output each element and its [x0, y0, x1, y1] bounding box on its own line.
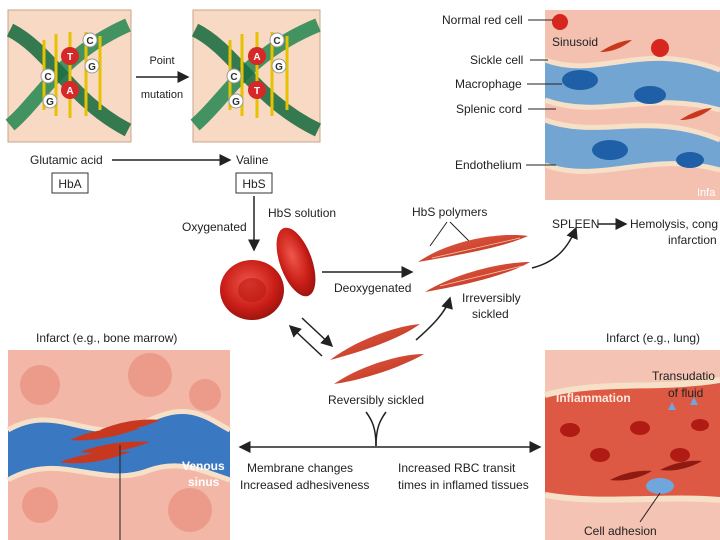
base-a-circle — [61, 81, 79, 99]
infarct-partial-label: Infa — [697, 187, 716, 199]
irreversibly-sickled-label: Irreversibly — [462, 291, 521, 305]
base-letter: C — [44, 72, 51, 83]
lung-panel: Inflammation Transudatio of fluid Cell a… — [544, 350, 720, 540]
bone-marrow-panel: Venous sinus — [6, 350, 232, 540]
sickle-cell — [680, 108, 712, 120]
macrophage — [562, 70, 598, 90]
membrane-changes-label: Membrane changes — [247, 461, 353, 475]
reversibly-sickled-label: Reversibly sickled — [328, 393, 424, 407]
macrophage — [634, 86, 666, 104]
hbs-solution-rbc — [276, 227, 316, 297]
venous-sinus-label: sinus — [188, 475, 220, 489]
transit-label: Increased RBC transit — [398, 461, 516, 475]
sinusoid-label: Sinusoid — [552, 35, 598, 49]
base-letter: G — [88, 62, 96, 73]
reversibly-sickled-cell — [334, 354, 424, 384]
reversible-arrow — [301, 317, 334, 348]
cell-adhesion-label: Cell adhesion — [584, 524, 657, 538]
helix-strand — [6, 23, 132, 137]
glutamic-acid-label: Glutamic acid — [30, 153, 103, 167]
transit-label: times in inflamed tissues — [398, 478, 529, 492]
base-letter: C — [86, 36, 93, 47]
point-mutation-label: mutation — [141, 89, 183, 101]
spleen-outcome-label: Hemolysis, cong — [630, 217, 718, 231]
macrophage — [676, 152, 704, 168]
irreversible-arrow — [415, 296, 453, 341]
spleen-callout-label: Normal red cell — [442, 13, 523, 27]
base-t-circle — [61, 47, 79, 65]
base-letter: A — [66, 86, 73, 97]
venous-sinus-label: Venous — [182, 459, 225, 473]
bracket — [365, 411, 377, 447]
base-letter: G — [232, 97, 240, 108]
spleen-callout-label: Endothelium — [455, 158, 522, 172]
transudation-label: of fluid — [668, 386, 703, 400]
spleen-callout-label: Splenic cord — [456, 102, 522, 116]
adhesiveness-label: Increased adhesiveness — [240, 478, 369, 492]
base-letter: G — [275, 62, 283, 73]
normal-red-cell — [552, 14, 568, 30]
base-letter: T — [254, 86, 260, 97]
hba-label: HbA — [58, 177, 81, 191]
to-spleen-arrow — [531, 226, 578, 269]
spleen-callout-label: Macrophage — [455, 77, 522, 91]
point-mutation-label: Point — [149, 55, 174, 67]
macrophage — [592, 140, 628, 160]
spleen-outcome-label: infarction — [668, 233, 717, 247]
spleen-panel: Sinusoid Infa — [544, 10, 720, 200]
hbs-box — [235, 172, 273, 194]
base-letter: C — [230, 72, 237, 83]
deoxygenated-label: Deoxygenated — [334, 281, 411, 295]
dna-panel-hba: T A C G C G — [5, 9, 132, 143]
hba-box — [51, 172, 89, 194]
base-letter: C — [273, 36, 280, 47]
inflamed-vessel — [545, 380, 720, 500]
base-letter: T — [67, 52, 73, 63]
hbs-label: HbS — [242, 177, 265, 191]
base-letter: A — [253, 52, 260, 63]
valine-label: Valine — [236, 153, 269, 167]
sickle-cell — [600, 40, 632, 52]
hbs-solution-label: HbS solution — [268, 206, 336, 220]
dna-panel-hbs: A T C G C G — [190, 9, 322, 143]
spleen-callout-label: Sickle cell — [470, 53, 523, 67]
bracket — [375, 411, 387, 447]
hbs-polymers-label: HbS polymers — [412, 205, 487, 219]
reversibly-sickled-cell — [330, 324, 420, 360]
base-letter: G — [46, 97, 54, 108]
oxygenated-label: Oxygenated — [182, 220, 247, 234]
inflammation-label: Inflammation — [556, 391, 631, 405]
normal-red-cell — [651, 39, 669, 57]
lung-infarct-title: Infarct (e.g., lung) — [606, 331, 700, 345]
bone-infarct-title: Infarct (e.g., bone marrow) — [36, 331, 177, 345]
spleen-label: SPLEEN — [552, 217, 599, 231]
reversible-arrow — [288, 324, 323, 357]
irreversibly-sickled-label: sickled — [472, 307, 509, 321]
transudation-label: Transudatio — [652, 369, 715, 383]
adherent-cell — [646, 478, 674, 494]
pointer-line — [429, 221, 448, 247]
